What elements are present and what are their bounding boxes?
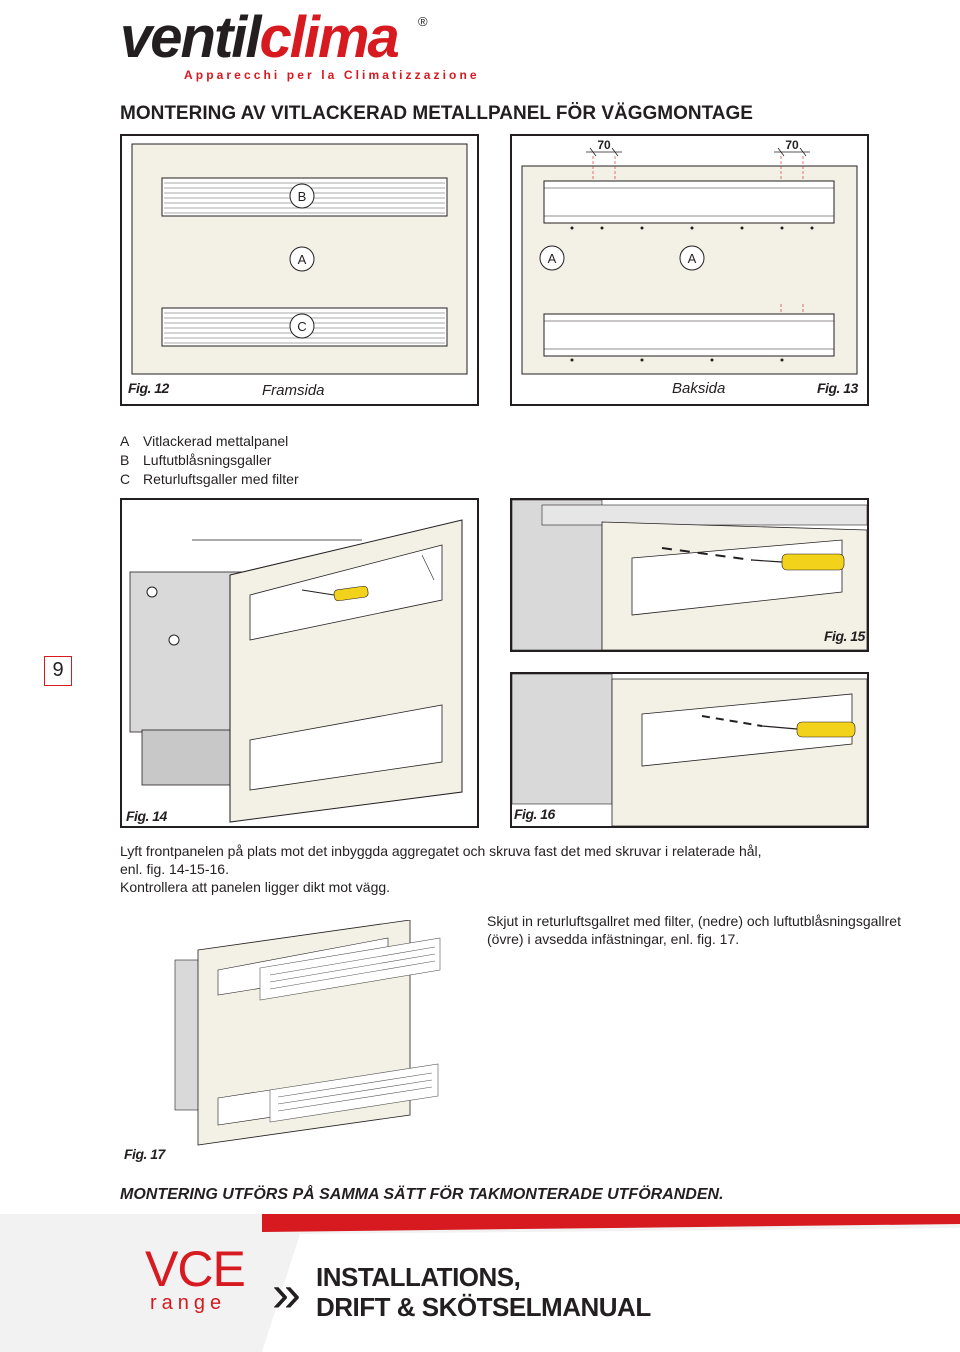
lower-screw-drawing (511, 673, 868, 827)
footer-vce: VCE (145, 1241, 246, 1297)
mark-b: B (298, 189, 307, 204)
rear-mark-a-right: A (688, 251, 697, 266)
dim-left: 70 (597, 138, 611, 152)
instruction-line-1: Lyft frontpanelen på plats mot det inbyg… (120, 843, 762, 859)
front-view-label: Framsida (262, 382, 325, 399)
footer-title-line-1: INSTALLATIONS, (316, 1262, 521, 1292)
figure-17: Fig. 17 (120, 919, 480, 1165)
fig13-label: Fig. 13 (817, 380, 858, 396)
rear-mark-a-left: A (548, 251, 557, 266)
fig17-label: Fig. 17 (124, 1146, 165, 1162)
grille-insertion-drawing (174, 919, 441, 1146)
instruction-line-3: Kontrollera att panelen ligger dikt mot … (120, 879, 391, 895)
grille-instruction-1: Skjut in returluftsgallret med filter, (… (487, 913, 901, 929)
footer-title-line-2: DRIFT & SKÖTSELMANUAL (316, 1292, 651, 1322)
screw-fastening-drawing (511, 499, 868, 651)
figure-15: Fig. 15 (510, 498, 869, 652)
fig15-label: Fig. 15 (824, 628, 865, 644)
rear-panel-drawing: A A 70 70 (521, 138, 858, 375)
page-heading: MONTERING AV VITLACKERAD METALLPANEL FÖR… (120, 103, 753, 124)
figure-13-rear: A A 70 70 Baksida Fig. 13 (510, 134, 869, 406)
figure-12-front: B A C Fig. 12 Framsida (120, 134, 479, 406)
footer-background (0, 1214, 960, 1352)
rear-view-label: Baksida (672, 380, 726, 397)
mark-a: A (298, 252, 307, 267)
fig12-label: Fig. 12 (128, 380, 169, 396)
ventilclima-logo: ventilclima ® Apparecchi per la Climatiz… (120, 6, 477, 83)
grille-instruction-2: (övre) i avsedda infästningar, enl. fig.… (487, 931, 740, 947)
mark-c: C (297, 319, 306, 334)
front-panel-drawing: B A C (131, 143, 468, 375)
bottom-note: MONTERING UTFÖRS PÅ SAMMA SÄTT FÖR TAKMO… (120, 1186, 724, 1203)
figure-16: Fig. 16 (510, 672, 869, 828)
page-number: 9 (44, 656, 72, 686)
logo-tagline: Apparecchi per la Climatizzazione (184, 68, 480, 82)
panel-mounting-drawing (129, 519, 463, 823)
figure-14: Fig. 14 (120, 498, 479, 828)
double-chevron-icon: » (272, 1265, 301, 1323)
logo-wordmark: ventilclima (120, 5, 400, 70)
footer: VCE range » INSTALLATIONS, DRIFT & SKÖTS… (0, 1214, 960, 1352)
dim-right: 70 (785, 138, 799, 152)
registered-mark: ® (418, 14, 428, 29)
instruction-line-2: enl. fig. 14-15-16. (120, 861, 229, 877)
fig16-label: Fig. 16 (514, 806, 555, 822)
footer-range: range (150, 1292, 227, 1314)
fig14-label: Fig. 14 (126, 808, 167, 824)
